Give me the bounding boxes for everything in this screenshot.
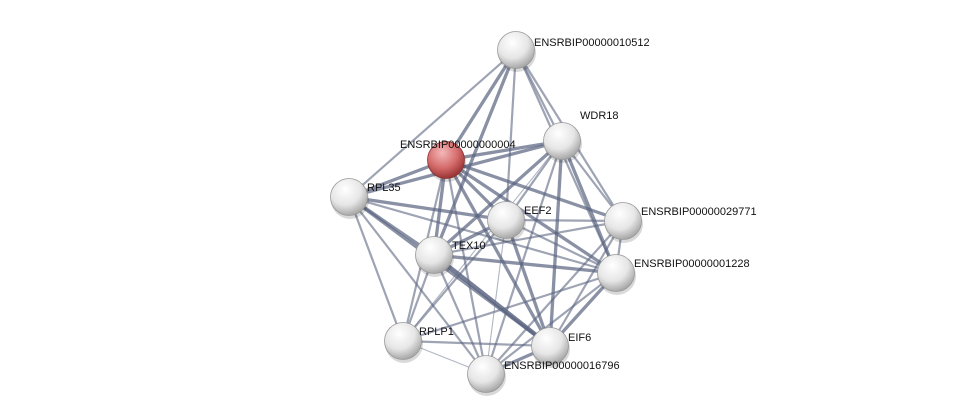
edge-eef2-n29771[interactable]	[505, 218, 624, 223]
node-label-tex10: TEX10	[452, 240, 486, 252]
node-sphere[interactable]	[487, 201, 525, 239]
node-label-n29771: ENSRBIP00000029771	[641, 206, 757, 218]
node-label-eif6: EIF6	[568, 332, 591, 344]
edge-wdr18-tex10[interactable]	[432, 139, 564, 257]
node-eif6[interactable]	[531, 327, 571, 369]
edge-n10512-eef2[interactable]	[504, 49, 518, 221]
node-tex10[interactable]	[415, 236, 455, 278]
edge-n1228-n16796[interactable]	[485, 272, 617, 375]
edge-nq-eif6[interactable]	[444, 159, 552, 347]
node-sphere[interactable]	[467, 355, 505, 393]
edge-n10512-nq[interactable]	[444, 49, 518, 161]
edge-tex10-n1228[interactable]	[433, 253, 617, 275]
edge-tex10-eif6[interactable]	[432, 253, 552, 348]
node-label-n10512: ENSRBIP00000010512	[534, 37, 650, 49]
node-n10512[interactable]	[497, 31, 537, 73]
node-sphere[interactable]	[543, 122, 581, 160]
node-sphere[interactable]	[597, 254, 635, 292]
edge-nq-n29771[interactable]	[445, 158, 624, 223]
edge-rpl35-n16796[interactable]	[348, 196, 487, 375]
edge-tex10-n16796[interactable]	[432, 254, 488, 375]
node-rpl35[interactable]	[330, 178, 370, 220]
node-label-wdr18: WDR18	[580, 110, 619, 122]
edge-n10512-tex10[interactable]	[432, 49, 518, 256]
edge-rpl35-rplp1[interactable]	[347, 196, 405, 342]
node-sphere[interactable]	[497, 31, 535, 69]
edge-rpl35-eef2[interactable]	[348, 195, 507, 222]
node-sphere[interactable]	[330, 178, 368, 216]
edge-n29771-tex10[interactable]	[433, 219, 624, 257]
edge-rplp1-eif6[interactable]	[402, 339, 551, 348]
node-sphere[interactable]	[604, 202, 642, 240]
edge-wdr18-n16796[interactable]	[484, 140, 564, 375]
node-sphere[interactable]	[427, 141, 465, 179]
edge-wdr18-n1228[interactable]	[560, 140, 618, 274]
node-label-rpl35: RPL35	[367, 182, 401, 194]
edge-eef2-n16796[interactable]	[485, 219, 507, 375]
edge-eef2-rplp1[interactable]	[402, 219, 507, 342]
edge-n10512-rpl35[interactable]	[348, 49, 517, 198]
node-n1228[interactable]	[597, 254, 637, 296]
node-sphere[interactable]	[384, 322, 422, 360]
node-rplp1[interactable]	[384, 322, 424, 364]
edge-n1228-rplp1[interactable]	[402, 271, 617, 343]
node-nq[interactable]	[427, 141, 467, 183]
edge-nq-wdr18[interactable]	[445, 139, 563, 162]
node-label-rplp1: RPLP1	[419, 326, 454, 338]
node-label-n1228: ENSRBIP00000001228	[634, 258, 750, 270]
edge-n29771-n16796[interactable]	[485, 220, 624, 375]
edge-wdr18-rplp1[interactable]	[402, 140, 563, 342]
node-eef2[interactable]	[487, 201, 527, 243]
node-n16796[interactable]	[467, 355, 507, 397]
node-wdr18[interactable]	[543, 122, 583, 164]
node-label-n16796: ENSRBIP00000016796	[504, 360, 620, 372]
node-sphere[interactable]	[415, 236, 453, 274]
node-n29771[interactable]	[604, 202, 644, 244]
node-sphere[interactable]	[531, 327, 569, 365]
node-label-eef2: EEF2	[524, 205, 552, 217]
node-label-nq: ENSRBIP00000000004	[400, 139, 516, 151]
edge-rpl35-n1228[interactable]	[348, 195, 617, 275]
edge-nq-n1228[interactable]	[445, 158, 617, 275]
